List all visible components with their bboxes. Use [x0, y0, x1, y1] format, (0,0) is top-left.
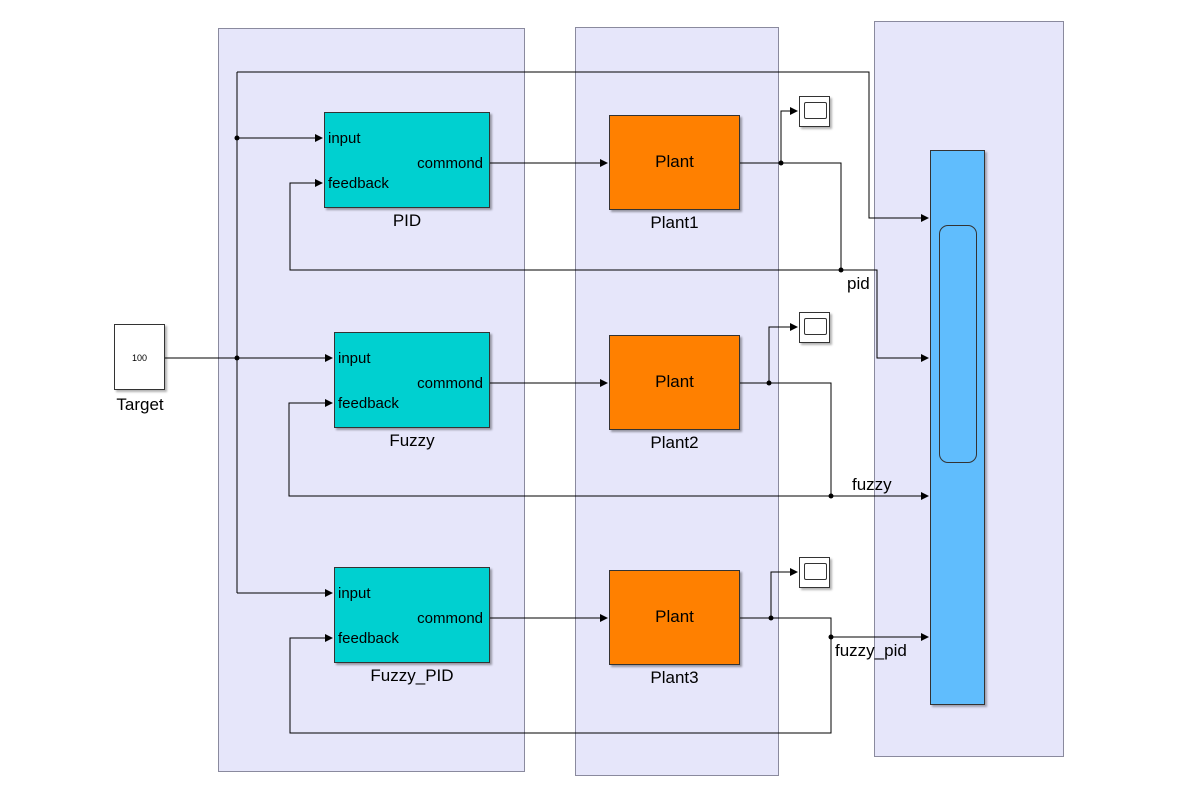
target-constant-block[interactable]: 100 — [114, 324, 165, 390]
fuzzy-pid-controller-label: Fuzzy_PID — [370, 666, 454, 685]
pid-feedback-port: feedback — [328, 175, 389, 192]
plant3-block-text: Plant — [655, 607, 694, 626]
scope-screen-icon — [804, 318, 827, 335]
wire-plant1-scope — [780, 107, 798, 163]
fuzzy-pid-feedback-port: feedback — [338, 630, 399, 647]
plant2-block[interactable]: Plant — [609, 335, 740, 430]
fuzzy-controller-block[interactable]: input commond feedback — [334, 332, 490, 428]
wire-plant2-scope — [768, 323, 798, 383]
fuzzy-output-port: commond — [417, 375, 483, 392]
plant2-label: Plant2 — [650, 433, 699, 452]
scope-screen-icon — [804, 563, 827, 580]
pid-input-port: input — [328, 130, 361, 147]
target-value: 100 — [131, 353, 148, 363]
scope-plant2[interactable] — [799, 312, 830, 343]
plant3-label: Plant3 — [650, 668, 699, 687]
wire-pid-feedback — [289, 179, 841, 271]
plant1-label: Plant1 — [650, 213, 699, 232]
plant3-block[interactable]: Plant — [609, 570, 740, 665]
signal-label-fuzzy-pid[interactable]: fuzzy_pid — [835, 641, 907, 660]
pid-controller-block[interactable]: input commond feedback — [324, 112, 490, 208]
mux-inner-shape — [939, 225, 977, 463]
wire-plant2-out — [740, 382, 832, 496]
signal-label-fuzzy[interactable]: fuzzy — [852, 475, 892, 494]
plant1-block[interactable]: Plant — [609, 115, 740, 210]
plant1-block-text: Plant — [655, 152, 694, 171]
scope-plant1[interactable] — [799, 96, 830, 127]
pid-controller-label: PID — [392, 211, 422, 230]
target-label: Target — [116, 395, 164, 414]
output-mux-block[interactable] — [930, 150, 985, 705]
signal-label-pid[interactable]: pid — [847, 274, 870, 293]
scope-screen-icon — [804, 102, 827, 119]
fuzzy-pid-input-port: input — [338, 585, 371, 602]
fuzzy-pid-controller-block[interactable]: input commond feedback — [334, 567, 490, 663]
wire-pid-to-mux — [841, 269, 929, 362]
wire-plant3-scope — [770, 568, 798, 618]
fuzzy-controller-label: Fuzzy — [389, 431, 435, 450]
wire-plant1-out — [740, 162, 842, 270]
wire-fuzzy-feedback — [288, 399, 831, 497]
fuzzy-input-port: input — [338, 350, 371, 367]
fuzzy-feedback-port: feedback — [338, 395, 399, 412]
wire-target-to-mux — [237, 71, 929, 222]
fuzzy-pid-output-port: commond — [417, 610, 483, 627]
pid-output-port: commond — [417, 155, 483, 172]
wire-fuzzypid-feedback — [289, 617, 832, 734]
scope-plant3[interactable] — [799, 557, 830, 588]
plant2-block-text: Plant — [655, 372, 694, 391]
